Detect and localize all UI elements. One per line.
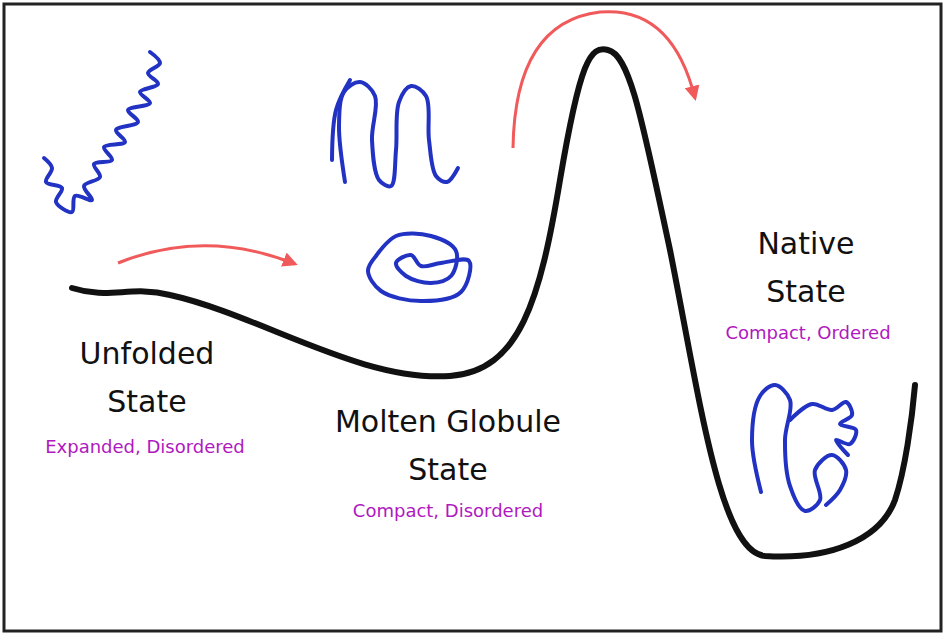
- protein-chain: [752, 385, 846, 511]
- protein-chain: [790, 402, 856, 455]
- protein-chain: [339, 82, 458, 186]
- protein-chain: [368, 233, 470, 301]
- state-name: Molten Globule State: [323, 398, 573, 494]
- state-property: Compact, Disordered: [318, 500, 578, 522]
- state-name: Unfolded State: [60, 330, 235, 426]
- state-property: Expanded, Disordered: [10, 436, 280, 458]
- protein-chain: [44, 52, 160, 212]
- transition-arrow: [118, 246, 295, 264]
- transition-arrow: [513, 12, 695, 148]
- state-property: Compact, Ordered: [708, 322, 908, 344]
- protein-chain: [332, 80, 350, 160]
- frame: [4, 4, 941, 631]
- state-name: Native State: [736, 220, 876, 316]
- energy-curve: [72, 49, 915, 556]
